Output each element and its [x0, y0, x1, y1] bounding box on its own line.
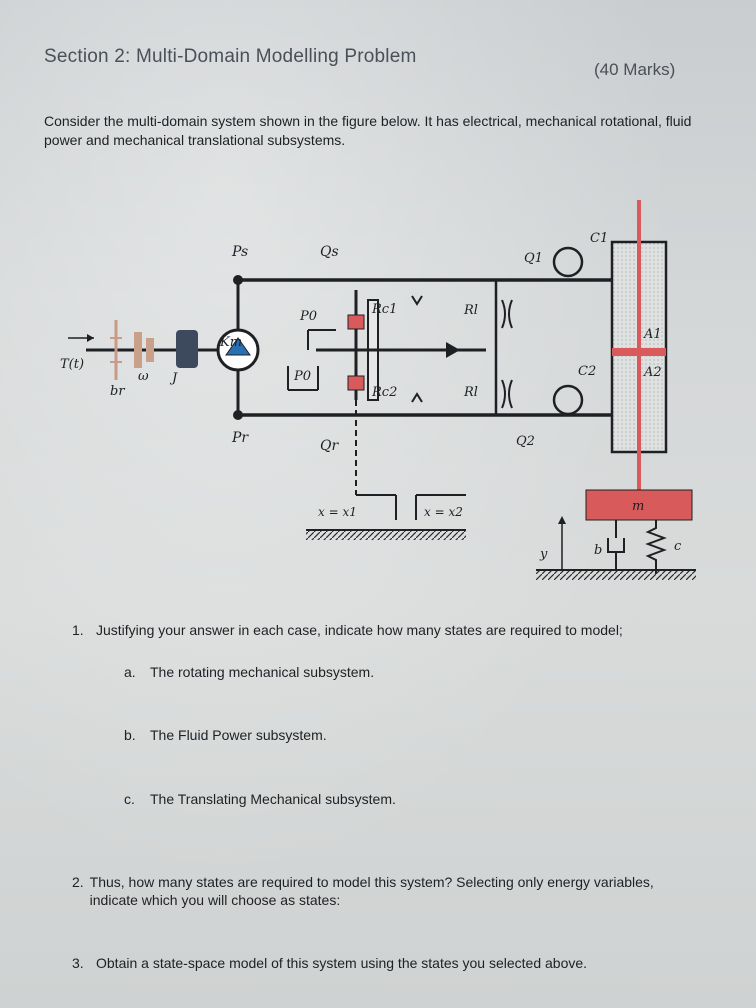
label-x2: x = x2	[424, 505, 463, 519]
label-a1: A1	[643, 327, 662, 342]
label-rl-bot: Rl	[463, 385, 478, 400]
label-qr: Qr	[320, 438, 339, 454]
question-1b-text: The Fluid Power subsystem.	[150, 727, 327, 743]
question-1c-text: The Translating Mechanical subsystem.	[150, 791, 396, 807]
system-diagram: Km T(t) ω J br Ps Qs Pr Qr P0 P0 Rc1	[60, 200, 696, 580]
label-p0-bot: P0	[293, 369, 311, 384]
label-pr: Pr	[231, 430, 249, 446]
question-3-number: 3.	[72, 955, 84, 971]
label-x1: x = x1	[318, 505, 357, 519]
label-torque: T(t)	[60, 357, 84, 372]
question-1b-letter: b.	[124, 727, 136, 743]
label-c: c	[674, 539, 682, 554]
question-1: 1. Justifying your answer in each case, i…	[72, 622, 623, 638]
question-1a-letter: a.	[124, 664, 136, 680]
question-1c-letter: c.	[124, 791, 135, 807]
label-b: b	[594, 543, 602, 558]
label-rl-top: Rl	[463, 303, 478, 318]
label-rc1: Rc1	[371, 302, 397, 317]
question-1-number: 1.	[72, 622, 84, 638]
label-a2: A2	[643, 365, 662, 380]
label-q1: Q1	[524, 251, 543, 266]
question-2-text: Thus, how many states are required to mo…	[89, 874, 654, 908]
question-1-text: Justifying your answer in each case, ind…	[96, 622, 623, 638]
label-br: br	[110, 384, 125, 399]
label-ps: Ps	[231, 244, 248, 260]
question-2: 2. Thus, how many states are required to …	[72, 873, 692, 909]
label-km: Km	[219, 335, 242, 350]
question-1a-text: The rotating mechanical subsystem.	[150, 664, 375, 680]
mass-m	[585, 489, 693, 521]
label-qs: Qs	[320, 244, 339, 260]
marks-label: (40 Marks)	[594, 60, 676, 79]
intro-paragraph: Consider the multi-domain system shown i…	[44, 113, 692, 148]
label-c2: C2	[578, 364, 596, 379]
question-3: 3. Obtain a state-space model of this sys…	[72, 955, 587, 971]
label-omega: ω	[138, 369, 149, 384]
inertia-j	[176, 330, 198, 368]
question-1b: b. The Fluid Power subsystem.	[124, 727, 327, 743]
label-m: m	[632, 499, 644, 514]
question-2-number: 2.	[72, 874, 84, 890]
label-rc2: Rc2	[371, 385, 397, 400]
question-3-text: Obtain a state-space model of this syste…	[96, 955, 588, 971]
label-j: J	[169, 371, 178, 386]
label-c1: C1	[590, 231, 608, 246]
label-y: y	[539, 547, 548, 562]
label-q2: Q2	[516, 434, 535, 449]
section-title: Section 2: Multi-Domain Modelling Proble…	[44, 46, 417, 67]
label-p0-top: P0	[299, 309, 317, 324]
question-1a: a. The rotating mechanical subsystem.	[124, 664, 374, 680]
question-1c: c. The Translating Mechanical subsystem.	[124, 791, 396, 807]
